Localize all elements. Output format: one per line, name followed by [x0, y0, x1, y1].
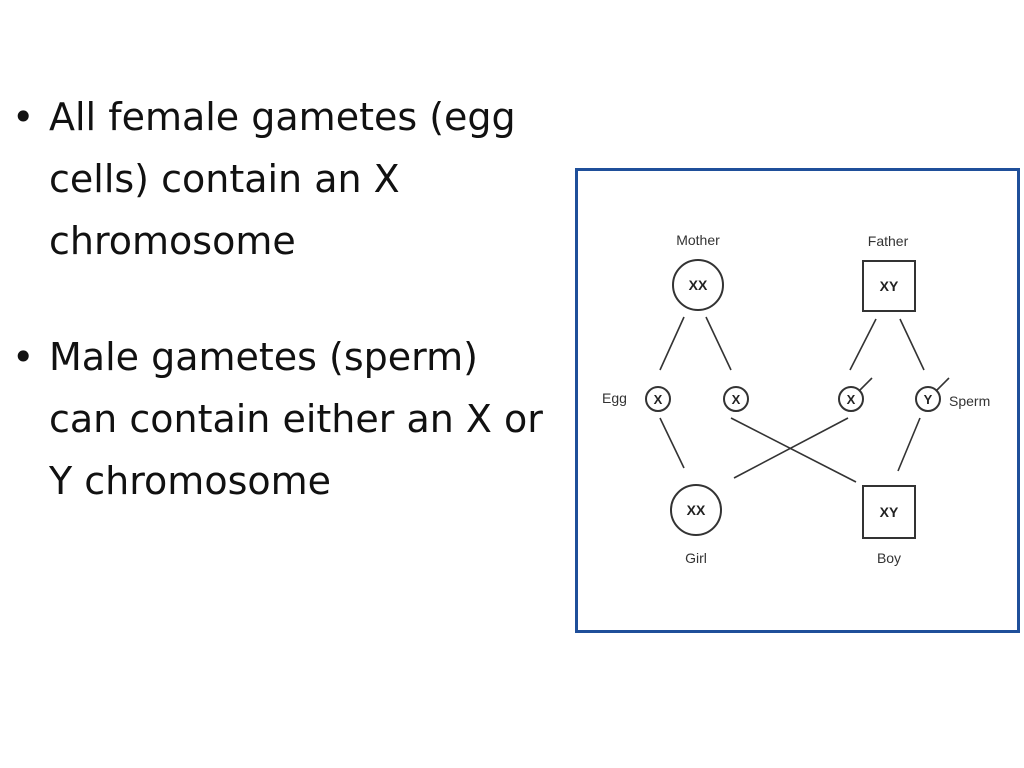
- father-genotype: XY: [880, 278, 899, 294]
- egg2-chromosome: X: [732, 392, 741, 407]
- egg-label: Egg: [602, 390, 627, 406]
- mother-label: Mother: [676, 232, 720, 248]
- father-square: [862, 260, 916, 312]
- sperm-label: Sperm: [949, 393, 990, 409]
- boy-label: Boy: [877, 550, 901, 566]
- bullet-marker: •: [12, 95, 35, 139]
- father-label: Father: [868, 233, 909, 249]
- mother-to-egg1-line: [659, 316, 685, 371]
- egg2-to-boy-line: [730, 417, 857, 483]
- sperm1-to-girl-line: [733, 417, 849, 479]
- boy-square: [862, 485, 916, 539]
- sperm1-circle: [838, 386, 864, 412]
- bullet-item-female-gametes: • All female gametes (egg cells) contain…: [12, 86, 552, 272]
- father-to-sperm2-line: [899, 318, 925, 371]
- bullet-text: All female gametes (egg cells) contain a…: [49, 95, 516, 263]
- sperm2-chromosome: Y: [924, 392, 933, 407]
- sperm2-circle: [915, 386, 941, 412]
- sperm1-tail: [859, 377, 873, 391]
- sex-determination-diagram: Mother XX Father XY Egg X X X Y Sperm XX…: [575, 168, 1020, 633]
- egg1-chromosome: X: [654, 392, 663, 407]
- sperm1-chromosome: X: [847, 392, 856, 407]
- girl-genotype: XX: [687, 502, 706, 518]
- egg1-circle: [645, 386, 671, 412]
- egg1-to-girl-line: [659, 417, 685, 469]
- diagram-canvas: Mother XX Father XY Egg X X X Y Sperm XX…: [602, 232, 990, 566]
- sperm2-tail: [936, 377, 950, 391]
- mother-to-egg2-line: [705, 316, 732, 371]
- father-to-sperm1-line: [849, 318, 877, 371]
- bullet-text: Male gametes (sperm) can contain either …: [49, 335, 543, 503]
- mother-circle: [672, 259, 724, 311]
- boy-genotype: XY: [880, 504, 899, 520]
- bullet-list: • All female gametes (egg cells) contain…: [12, 86, 552, 566]
- girl-circle: [670, 484, 722, 536]
- bullet-marker: •: [12, 335, 35, 379]
- sperm2-to-boy-line: [897, 417, 921, 472]
- girl-label: Girl: [685, 550, 707, 566]
- bullet-item-male-gametes: • Male gametes (sperm) can contain eithe…: [12, 326, 552, 512]
- mother-genotype: XX: [689, 277, 708, 293]
- egg2-circle: [723, 386, 749, 412]
